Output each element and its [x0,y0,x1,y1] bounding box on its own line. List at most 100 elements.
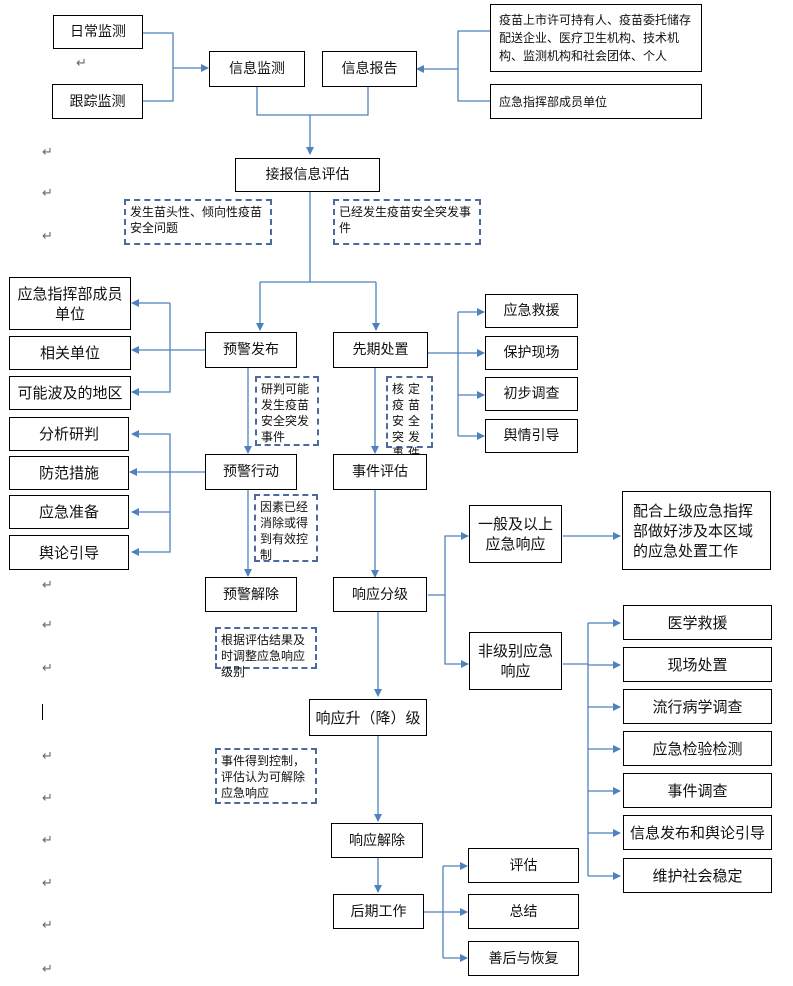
onsite-handling-box: 现场处置 [623,647,772,682]
onsite-handling-label: 现场处置 [667,655,728,674]
epi-survey-box: 流行病学调查 [623,689,772,724]
paragraph-mark: ↵ [42,749,53,764]
prevention-box: 防范措施 [9,456,129,490]
info-monitor-label: 信息监测 [229,61,285,77]
event-eval-box: 事件评估 [333,454,427,490]
note-judge-possible: 研判可能发生疫苗安全突发事件 [255,376,319,446]
related-units-label: 相关单位 [39,344,100,362]
summary-label: 总结 [509,903,538,920]
info-release-box: 信息发布和舆论引导 [623,815,772,850]
cooperate-box: 配合上级应急指挥部做好涉及本区域的应急处置工作 [622,491,771,570]
hq-members-top-box: 应急指挥部成员单位 [490,84,702,119]
note-event-occurred: 已经发生疫苗安全突发事件 [333,199,481,245]
opinion-guide-label: 舆情引导 [503,428,560,444]
nongraded-response-label: 非级别应急响应 [477,642,553,680]
note-vaccine-tendency-text: 发生苗头性、倾向性疫苗安全问题 [130,205,263,235]
related-units-box: 相关单位 [9,336,131,370]
analysis-box: 分析研判 [9,417,129,451]
tracking-monitor-label: 跟踪监测 [69,93,126,110]
receive-eval-box: 接报信息评估 [235,158,380,192]
response-lift-label: 响应解除 [349,832,405,849]
epi-survey-label: 流行病学调查 [652,697,743,716]
protect-scene-label: 保护现场 [503,345,560,361]
stability-box: 维护社会稳定 [623,858,772,893]
daily-monitor-label: 日常监测 [70,24,126,40]
warning-action-label: 预警行动 [223,464,279,480]
paragraph-mark: ↵ [42,791,53,806]
response-grading-box: 响应分级 [333,577,427,612]
note-determine-level: 核定疫苗安全突发事件级别 [386,376,433,476]
event-investigation-box: 事件调查 [623,773,772,808]
receive-eval-label: 接报信息评估 [265,167,350,183]
medical-rescue-label: 医学救援 [667,613,728,632]
text-cursor [42,704,43,720]
note-factors-removed-text: 因素已经消除或得到有效控制 [260,500,309,562]
general-response-box: 一般及以上应急响应 [469,505,562,563]
warning-lift-label: 预警解除 [223,586,279,603]
paragraph-mark: ↵ [42,918,53,933]
paragraph-mark: ↵ [42,962,53,977]
public-opinion-box: 舆论引导 [9,535,129,570]
prevention-label: 防范措施 [38,464,99,482]
response-adjust-label: 响应升（降）级 [315,708,421,727]
rescue-label: 应急救援 [503,303,560,319]
initial-handling-box: 先期处置 [333,332,428,368]
info-report-label: 信息报告 [341,61,398,77]
rescue-box: 应急救援 [485,294,578,328]
note-event-occurred-text: 已经发生疫苗安全突发事件 [339,205,472,235]
note-vaccine-tendency: 发生苗头性、倾向性疫苗安全问题 [124,199,272,245]
response-adjust-box: 响应升（降）级 [309,699,427,736]
emergency-testing-box: 应急检验检测 [623,731,772,766]
recovery-box: 善后与恢复 [468,941,579,976]
initial-survey-box: 初步调查 [485,377,578,411]
initial-handling-label: 先期处置 [352,342,409,358]
note-judge-possible-text: 研判可能发生疫苗安全突发事件 [261,382,310,444]
paragraph-mark: ↵ [42,578,53,593]
paragraph-mark: ↵ [42,145,53,160]
prep-label: 应急准备 [38,503,99,521]
hq-members-left-label: 应急指挥部成员单位 [17,284,123,323]
paragraph-mark: ↵ [42,661,53,676]
info-report-box: 信息报告 [322,51,417,87]
reporters-box: 疫苗上市许可持有人、疫苗委托储存配送企业、医疗卫生机构、技术机构、监测机构和社会… [490,4,702,72]
paragraph-mark: ↵ [42,618,53,633]
paragraph-mark: ↵ [42,876,53,891]
recovery-label: 善后与恢复 [488,950,559,967]
event-eval-label: 事件评估 [352,464,408,480]
stability-label: 维护社会稳定 [652,866,743,885]
affected-areas-box: 可能波及的地区 [9,376,131,410]
nongraded-response-box: 非级别应急响应 [469,632,562,690]
paragraph-mark: ↵ [42,186,53,201]
prep-box: 应急准备 [9,495,129,529]
summary-box: 总结 [468,894,579,929]
hq-members-left-box: 应急指挥部成员单位 [9,277,131,330]
reporters-label: 疫苗上市许可持有人、疫苗委托储存配送企业、医疗卫生机构、技术机构、监测机构和社会… [499,13,692,63]
note-factors-removed: 因素已经消除或得到有效控制 [254,494,318,562]
info-release-label: 信息发布和舆论引导 [629,823,765,842]
public-opinion-label: 舆论引导 [38,543,99,562]
general-response-label: 一般及以上应急响应 [477,515,553,553]
event-investigation-label: 事件调查 [667,781,728,800]
hq-members-top-label: 应急指挥部成员单位 [499,94,608,109]
analysis-label: 分析研判 [38,425,99,443]
tracking-monitor-box: 跟踪监测 [52,84,143,119]
paragraph-mark: ↵ [76,56,87,71]
warning-lift-box: 预警解除 [205,577,297,612]
warning-release-label: 预警发布 [223,342,279,358]
note-event-controlled-text: 事件得到控制，评估认为可解除应急响应 [221,754,306,800]
note-adjust-level: 根据评估结果及时调整应急响应级别 [215,627,317,679]
response-lift-box: 响应解除 [331,823,423,858]
info-monitor-box: 信息监测 [209,51,305,87]
cooperate-label: 配合上级应急指挥部做好涉及本区域的应急处置工作 [633,501,754,560]
note-adjust-level-text: 根据评估结果及时调整应急响应级别 [221,633,306,679]
followup-box: 后期工作 [333,894,424,929]
medical-rescue-box: 医学救援 [623,605,772,640]
evaluate-label: 评估 [509,857,538,874]
paragraph-mark: ↵ [42,229,53,244]
paragraph-mark: ↵ [42,833,53,848]
response-grading-label: 响应分级 [352,586,408,603]
affected-areas-label: 可能波及的地区 [17,384,123,402]
followup-label: 后期工作 [350,903,407,920]
initial-survey-label: 初步调查 [503,386,560,402]
